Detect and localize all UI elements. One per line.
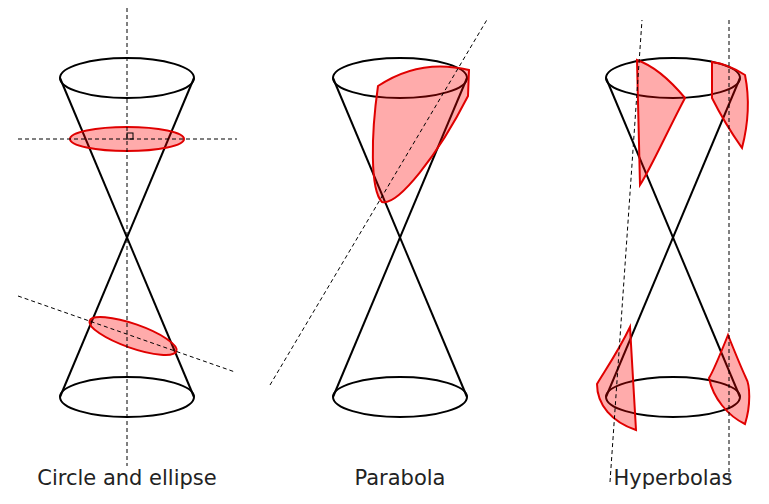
cutting-plane bbox=[729, 20, 730, 482]
section-caption: Parabola bbox=[355, 466, 446, 490]
parabola-section bbox=[373, 66, 469, 202]
cutting-plane bbox=[270, 18, 488, 385]
cone-rim bbox=[333, 377, 467, 417]
cone-side bbox=[60, 78, 194, 397]
cone-axis bbox=[127, 8, 128, 466]
cutting-plane bbox=[18, 296, 235, 372]
right-angle-mark bbox=[127, 133, 133, 139]
conic-sections bbox=[70, 60, 749, 430]
cutting-plane bbox=[610, 20, 642, 482]
hyperbola-section bbox=[712, 62, 748, 148]
double-cones bbox=[60, 58, 740, 417]
section-caption: Hyperbolas bbox=[614, 466, 733, 490]
axes-and-planes bbox=[18, 8, 729, 482]
cone-side bbox=[60, 78, 194, 397]
hyperbola-section bbox=[637, 60, 685, 185]
section-caption: Circle and ellipse bbox=[37, 466, 216, 490]
hyperbola-section bbox=[597, 327, 636, 430]
